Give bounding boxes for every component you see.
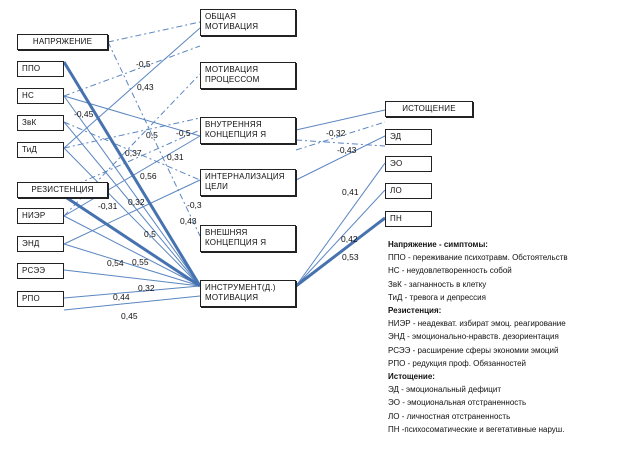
edge-label: 0,54	[107, 258, 124, 268]
node-motivaciya-processom: МОТИВАЦИЯ ПРОЦЕССОМ	[200, 62, 296, 89]
edge-strong	[62, 61, 202, 287]
edge-label: 0,44	[113, 292, 130, 302]
legend-item: ППО - переживание психотравм. Обстоятель…	[388, 253, 568, 263]
edge-label: 0,43	[180, 216, 197, 226]
legend-item: ЭО - эмоциональная отстраненность	[388, 398, 527, 408]
edge-negative	[295, 139, 386, 147]
edge-label: -0,5	[136, 59, 151, 69]
legend-item: ПН -психосоматические и вегетативные нар…	[388, 424, 565, 434]
edge-strong	[295, 216, 386, 288]
edge-label: 0,56	[140, 171, 157, 181]
node-vneshnyaya-koncepciya: ВНЕШНЯЯ КОНЦЕПЦИЯ Я	[200, 225, 296, 252]
node-niep: НИЭР	[17, 208, 64, 224]
edge	[63, 121, 201, 287]
edge-label: -0,43	[337, 145, 357, 155]
legend-heading-napryazhenie: Напряжение - симптомы:	[388, 240, 488, 249]
edge	[63, 295, 201, 311]
edge-label: -0,5	[176, 128, 191, 138]
edge-label: -0,32	[326, 128, 346, 138]
edge	[63, 179, 201, 245]
edge-label: 0,53	[342, 252, 359, 262]
edge-label: 0,5	[144, 229, 156, 239]
legend-item: ЗвК - загнанность в клетку	[388, 279, 487, 289]
node-ns: НС	[17, 88, 64, 104]
edge-label: 0,32	[138, 283, 155, 293]
legend-item: ЭНД - эмоционально-нравств. дезориентаци…	[388, 332, 559, 342]
edge-label: 0,5	[146, 130, 158, 140]
node-rpo: РПО	[17, 291, 64, 307]
node-internalizaciya-celi: ИНТЕРНАЛИЗАЦИЯ ЦЕЛИ	[200, 169, 296, 196]
legend: Напряжение - симптомы: ППО - переживание…	[388, 238, 618, 436]
edge-negative	[63, 45, 201, 97]
node-rsee: РСЭЭ	[17, 263, 64, 279]
edge	[295, 109, 386, 131]
node-pn: ПН	[385, 211, 432, 227]
legend-item: НИЭР - неадекват. избират эмоц. реагиров…	[388, 319, 566, 329]
edge-label: 0,32	[128, 197, 145, 207]
edge	[63, 147, 201, 287]
legend-item: ТиД - тревога и депрессия	[388, 292, 486, 302]
node-istoshchenie: ИСТОЩЕНИЕ	[385, 101, 473, 117]
node-tid: ТиД	[17, 142, 64, 158]
edge-label: -0,3	[187, 200, 202, 210]
node-zvk: ЗвК	[17, 115, 64, 131]
edge	[63, 27, 201, 149]
legend-heading-rezistenciya: Резистенция:	[388, 306, 442, 316]
edge-label: -0,45	[74, 109, 94, 119]
legend-item: РСЭЭ - расширение сферы экономии эмоций	[388, 345, 559, 355]
legend-item: ЭД - эмоциональный дефицит	[388, 385, 501, 395]
edge-label: 0,43	[137, 82, 154, 92]
edge-negative	[63, 129, 201, 191]
edge-label: 0,42	[341, 234, 358, 244]
edge-label: 0,37	[125, 148, 142, 158]
edge-strong	[63, 194, 201, 288]
edge-negative	[107, 21, 201, 43]
edge-label: -0,31	[98, 201, 118, 211]
edge	[295, 135, 386, 181]
node-instrument-motivaciya: ИНСТРУМЕНТ(Д.) МОТИВАЦИЯ	[200, 280, 296, 307]
edge-label: 0,45	[121, 311, 138, 321]
edge-negative	[63, 121, 201, 181]
node-ed: ЭД	[385, 129, 432, 145]
edge-label: 0,31	[167, 152, 184, 162]
edge	[63, 95, 201, 137]
node-lo: ЛО	[385, 183, 432, 199]
edge-label: 0,41	[342, 187, 359, 197]
edge-negative	[295, 121, 386, 151]
node-vnutrennyaya-koncepciya: ВНУТРЕННЯЯ КОНЦЕПЦИЯ Я	[200, 117, 296, 144]
node-obshchaya-motivaciya: ОБЩАЯ МОТИВАЦИЯ	[200, 9, 296, 36]
edge	[63, 285, 201, 299]
edge	[295, 189, 386, 287]
node-eo: ЭО	[385, 156, 432, 172]
edge-label: 0,55	[132, 257, 149, 267]
edge	[63, 269, 201, 287]
edge	[63, 215, 201, 287]
edge	[295, 162, 386, 287]
legend-item: РПО - редукция проф. Обязанностей	[388, 358, 527, 368]
legend-item: НС - неудовлетворенность собой	[388, 266, 512, 276]
edge-negative	[63, 117, 201, 149]
node-end: ЭНД	[17, 236, 64, 252]
node-ppo: ППО	[17, 61, 64, 77]
legend-item: ЛО - личностная отстраненность	[388, 411, 511, 421]
node-napryazhenie: НАПРЯЖЕНИЕ	[17, 34, 108, 50]
node-rezistenciya: РЕЗИСТЕНЦИЯ	[17, 182, 108, 198]
edge	[63, 243, 201, 287]
edge-negative	[107, 41, 201, 237]
legend-heading-istoshchenie: Истощение:	[388, 372, 435, 382]
